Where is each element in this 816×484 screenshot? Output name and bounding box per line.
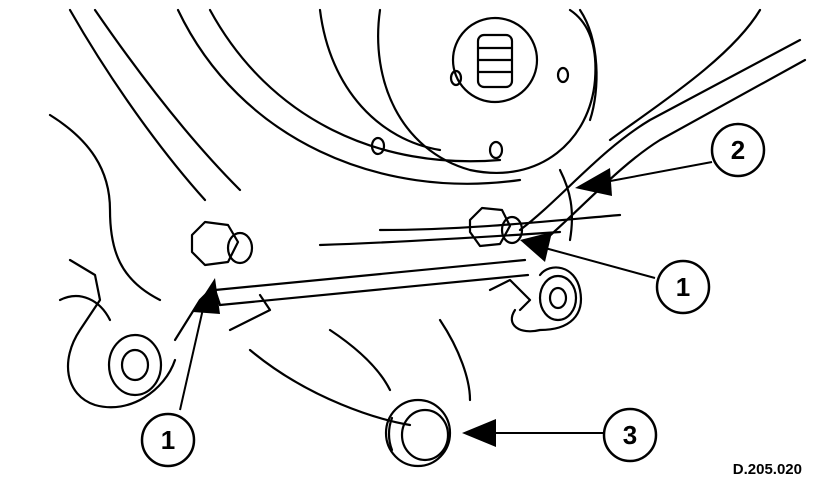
callout-label: 1	[676, 272, 690, 302]
housing-outline	[68, 8, 762, 247]
right-bushing	[488, 266, 583, 333]
callout-1-left: 1	[140, 412, 196, 468]
tie-bar	[213, 258, 530, 332]
left-bolt	[190, 220, 254, 267]
callout-label: 3	[623, 420, 637, 450]
left-bracket	[48, 113, 212, 409]
callout-label: 2	[731, 135, 745, 165]
hub-plate	[370, 8, 597, 175]
callout-1-right: 1	[655, 259, 711, 315]
callout-3: 3	[602, 407, 658, 463]
callout-label: 1	[161, 425, 175, 455]
contour-lines	[248, 318, 472, 427]
bushing-cap	[384, 398, 452, 468]
right-bolt	[468, 206, 524, 248]
figure-reference-code: D.205.020	[732, 461, 802, 478]
arrow-pointer-icon	[179, 161, 713, 447]
callout-2: 2	[710, 122, 766, 178]
